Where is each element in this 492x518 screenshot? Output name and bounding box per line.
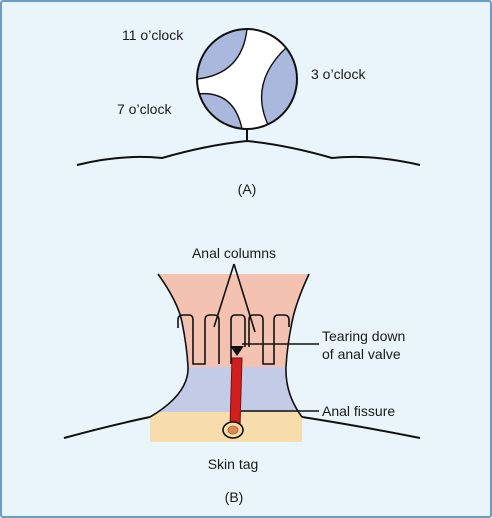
label-3-oclock: 3 o’clock xyxy=(311,66,366,82)
fissure xyxy=(229,357,243,428)
label-anal-fissure: Anal fissure xyxy=(322,403,395,419)
label-tearing-line1: Tearing down xyxy=(322,328,405,344)
canal-wall-left xyxy=(149,273,189,418)
skin-curve-b-right xyxy=(301,416,421,439)
skin-tag-inner xyxy=(227,425,239,435)
label-skin-tag: Skin tag xyxy=(208,456,259,472)
torn-valve-arrow xyxy=(230,346,244,356)
caption-a: (A) xyxy=(238,181,257,197)
panel-b: Anal columns Tearing down of anal valve … xyxy=(63,245,421,505)
anal-column-2 xyxy=(230,314,246,364)
caption-b: (B) xyxy=(225,489,244,505)
label-11-oclock: 11 o’clock xyxy=(122,27,184,43)
skin-curve-b-left xyxy=(63,416,151,439)
label-anal-columns: Anal columns xyxy=(192,245,276,261)
transitional-band xyxy=(150,367,309,412)
skin-curve-a xyxy=(76,139,421,166)
label-tearing-line2: of anal valve xyxy=(322,346,401,362)
label-7-oclock: 7 o’clock xyxy=(117,101,172,117)
anal-column-1 xyxy=(177,314,220,365)
mucosa-band xyxy=(150,274,309,367)
anal-column-3 xyxy=(248,314,290,365)
canal-bands xyxy=(150,274,309,442)
leader-columns-left xyxy=(213,263,235,328)
panel-a: 11 o’clock 3 o’clock 7 o’clock (A) xyxy=(76,27,421,197)
canal-wall-right xyxy=(285,273,310,418)
leader-columns-right xyxy=(233,263,256,333)
